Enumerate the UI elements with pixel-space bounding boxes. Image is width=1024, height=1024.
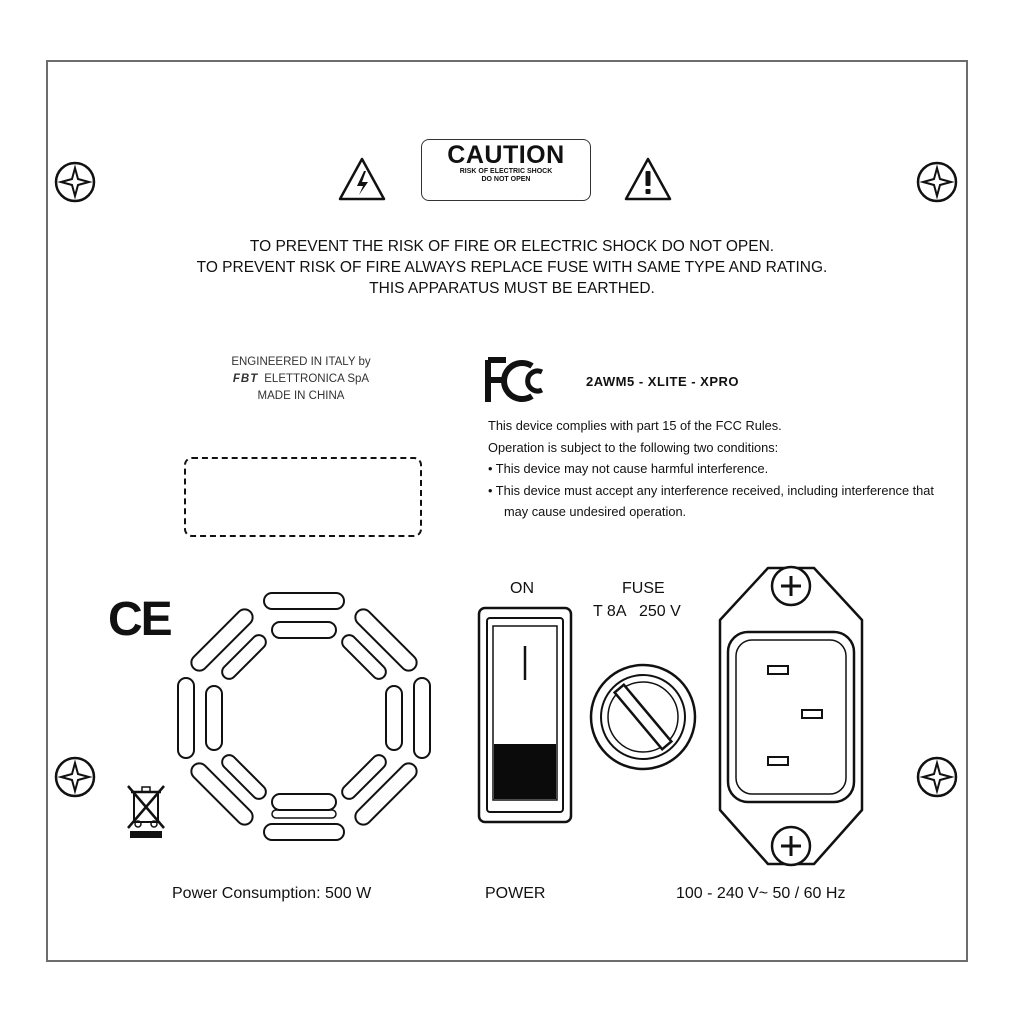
lightning-warning-icon [336,155,388,208]
ce-mark-icon: CE [108,593,173,646]
screw-icon [53,160,97,204]
screw-icon [915,755,959,799]
fcc-id: 2AWM5 - XLITE - XPRO [586,374,740,389]
vent-grille-icon [172,588,436,853]
screw-icon [915,160,959,204]
exclamation-warning-icon [622,155,674,208]
switch-on-label: ON [510,580,534,597]
warning-line-2: TO PREVENT RISK OF FIRE ALWAYS REPLACE F… [196,259,828,276]
caution-label: CAUTION RISK OF ELECTRIC SHOCK DO NOT OP… [421,139,591,201]
company-name: ELETTRONICA SpA [264,373,370,385]
caution-line-1: RISK OF ELECTRIC SHOCK [459,168,553,175]
origin-line-1: ENGINEERED IN ITALY by [231,356,371,368]
fcc-bullet-2: • This device must accept any interferen… [488,482,934,520]
power-consumption-label: Power Consumption: 500 W [172,885,372,902]
fuse-label: FUSE [622,580,665,597]
brand-name: FBT [232,373,259,385]
fcc-line-2: Operation is subject to the following tw… [488,439,779,455]
screw-icon [53,755,97,799]
power-label: POWER [485,885,546,902]
caution-line-2: DO NOT OPEN [481,176,531,183]
fcc-statement: This device complies with part 15 of the… [488,415,938,523]
origin-line-3: MADE IN CHINA [257,390,345,402]
fuse-holder-icon[interactable] [588,662,698,777]
warning-text-block: TO PREVENT THE RISK OF FIRE OR ELECTRIC … [60,236,964,299]
warning-line-1: TO PREVENT THE RISK OF FIRE OR ELECTRIC … [249,238,775,255]
input-voltage-label: 100 - 240 V~ 50 / 60 Hz [676,885,846,902]
warning-line-3: THIS APPARATUS MUST BE EARTHED. [369,280,655,297]
fcc-logo-icon: FC [484,356,550,411]
weee-bin-icon [124,782,168,845]
caution-title: CAUTION [447,141,565,169]
serial-label-area [184,457,422,537]
origin-label: ENGINEERED IN ITALY by FBT ELETTRONICA Sp… [186,354,416,405]
fcc-bullet-1: • This device may not cause harmful inte… [488,461,769,476]
fcc-line-1: This device complies with part 15 of the… [488,418,782,433]
iec-inlet-icon[interactable] [716,562,866,875]
fuse-rating: T 8A 250 V [593,603,681,620]
rocker-switch-icon[interactable] [477,606,573,829]
